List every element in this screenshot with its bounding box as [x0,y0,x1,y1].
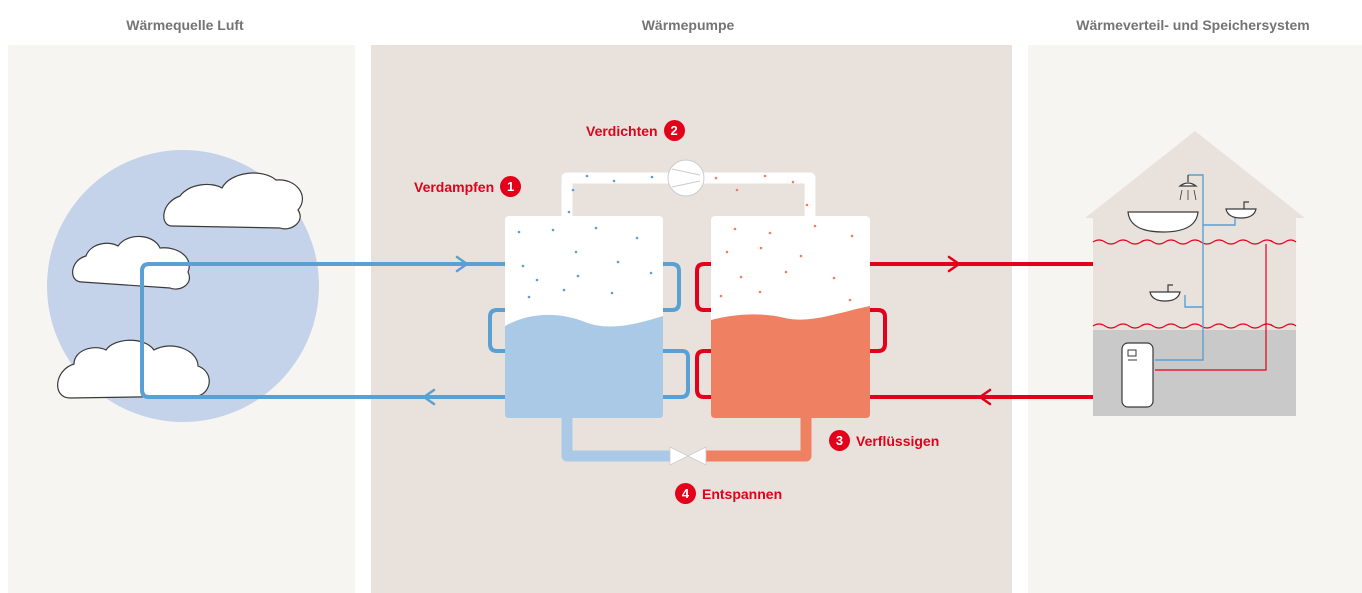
step-label: Verflüssigen [856,432,940,449]
heat-pump-title: Wärmepumpe [641,17,735,33]
bathtub-icon [1127,211,1199,233]
step-number-badge: 1 [500,176,522,197]
compressor-icon [667,159,705,197]
hot-water-pipes [1155,174,1236,361]
step-compress: Verdichten 2 [586,120,685,141]
shower-icon [1178,175,1198,201]
cloud-icon [72,235,190,290]
step-number-badge: 2 [663,120,685,141]
storage-tank-icon [1121,342,1154,408]
step-label: Entspannen [702,485,783,502]
heat-source-title: Wärmequelle Luft [126,17,244,33]
air-source-sky [47,150,319,422]
step-expand: 4 Entspannen [675,483,782,504]
evaporator-tank [505,216,663,418]
house-illustration [1085,131,1305,416]
cloud-icon [57,339,210,399]
expansion-valve-icon [669,446,707,466]
refrigerant-particles-hot [714,174,854,302]
heating-pipes [1155,244,1267,371]
floor-line-lower [1092,323,1297,329]
cloud-icon [163,172,304,230]
step-label: Verdichten [586,122,658,139]
step-number-badge: 3 [829,430,850,451]
distribution-system-title: Wärmeverteil- und Speichersystem [1076,17,1310,33]
step-evaporate: Verdampfen 1 [414,176,522,197]
refrigerant-particles-cold [517,174,654,299]
floor-line-upper [1092,239,1297,245]
step-condense: 3 Verflüssigen [829,430,939,451]
condenser-tank [711,216,870,418]
step-label: Verdampfen [414,178,495,195]
sink-icon-upper [1225,201,1257,219]
sink-icon-lower [1149,284,1181,302]
refrigerant-pipe-bottom-cold [561,418,672,462]
step-number-badge: 4 [675,483,696,504]
refrigerant-pipe-bottom-hot [705,418,812,462]
